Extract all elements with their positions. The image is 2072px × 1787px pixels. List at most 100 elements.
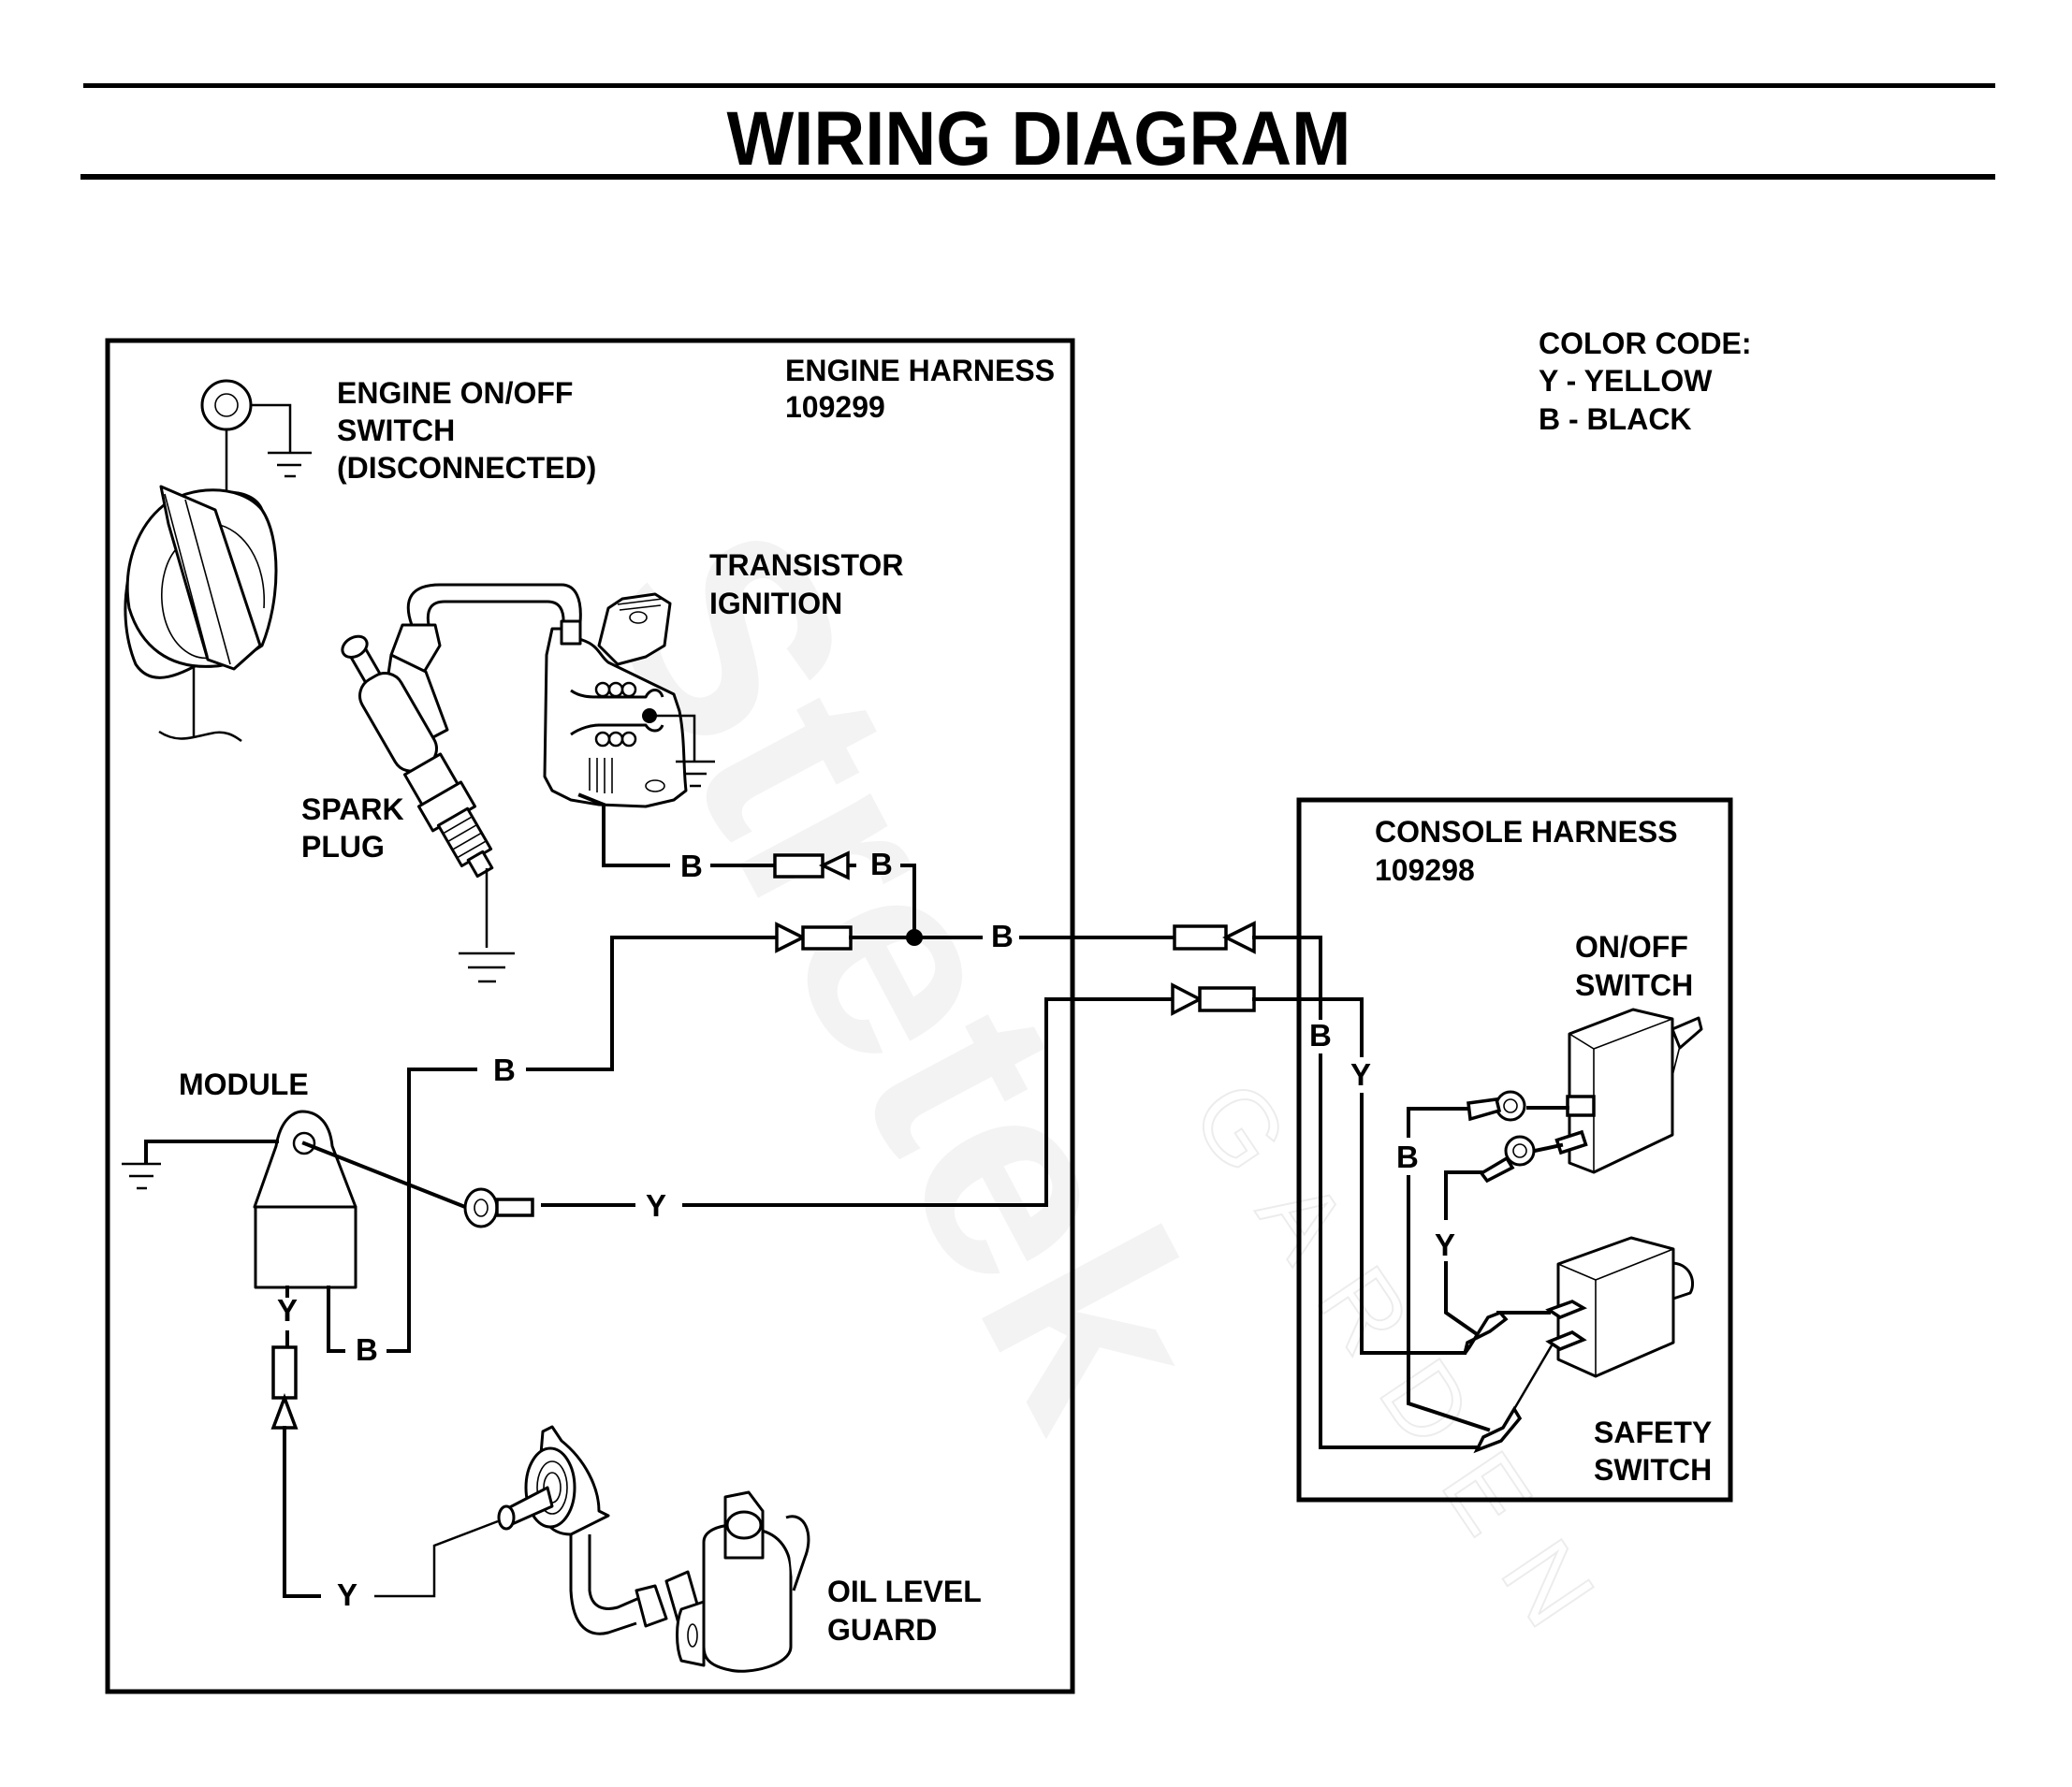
oil-level-guard-label-1: OIL LEVEL [827, 1575, 982, 1608]
ground-icon [676, 760, 715, 788]
console-entry-b-label: B [1309, 1018, 1332, 1053]
coil-upper-icon [570, 681, 664, 699]
connector-female-icon [271, 1345, 298, 1400]
connector-arrow-icon [1171, 982, 1204, 1016]
module-terminal-icon [292, 1131, 316, 1155]
ground-icon [268, 451, 312, 478]
wire-ignition-b [577, 792, 670, 867]
console-switch-y-down [1444, 1261, 1480, 1337]
console-harness-part-number: 109298 [1375, 853, 1475, 887]
page-title: WIRING DIAGRAM [727, 94, 1351, 181]
console-switch-b-label: B [1396, 1140, 1419, 1174]
ring-terminal-crimp [495, 1198, 534, 1217]
wire-to-oil-guard-right [374, 1519, 499, 1598]
ignition-body-icon [543, 627, 688, 808]
connector-female-icon [1173, 924, 1228, 951]
ignition-cap-icon [597, 592, 672, 666]
toggle-lever-icon [1671, 1016, 1703, 1050]
oil-level-guard-label-2: GUARD [827, 1613, 937, 1647]
on-off-switch-label-1: ON/OFF [1575, 930, 1688, 964]
wire-to-junction [900, 864, 916, 937]
console-harness-frame [1296, 797, 1733, 1503]
console-b-trunk [1319, 1053, 1481, 1449]
spark-plug-label-1: SPARK [301, 792, 404, 826]
console-entry-y-label: Y [1350, 1057, 1371, 1092]
console-switch-y-label: Y [1435, 1228, 1455, 1262]
title-rule-top [83, 83, 1995, 88]
switch-wire-break [158, 730, 242, 743]
wire-label-module-y: Y [646, 1188, 666, 1223]
connector-male-icon [1198, 986, 1256, 1012]
console-harness-box: CONSOLE HARNESS 109298 [1296, 797, 1733, 1503]
oil-guard-bracket-bottom [676, 1600, 706, 1667]
module-ground-wire [144, 1140, 279, 1165]
oil-guard-cap [725, 1510, 763, 1540]
engine-switch-label-3: (DISCONNECTED) [337, 451, 596, 485]
switch-tab-icon [1545, 1300, 1587, 1319]
oil-guard-plug [635, 1584, 668, 1628]
safety-switch-body-icon [1556, 1236, 1675, 1378]
switch-ground-wire [251, 403, 292, 453]
connector-male-icon [801, 925, 853, 951]
spark-plug-label-2: PLUG [301, 830, 385, 864]
console-switch-b-top [1407, 1107, 1471, 1138]
color-code-legend: COLOR CODE: Y - YELLOW B - BLACK [1539, 327, 1752, 436]
ring-terminal-icon [1504, 1135, 1536, 1167]
ignition-b-wire: B B [577, 792, 916, 937]
ground-icon [459, 952, 515, 983]
transistor-ignition-label-2: IGNITION [709, 587, 842, 620]
wire-y-into-console [1252, 997, 1364, 1057]
switch-knob-icon [124, 485, 278, 679]
oil-guard-bracket-top [785, 1515, 810, 1591]
safety-switch-label-1: SAFETY [1594, 1416, 1712, 1449]
engine-switch-label-1: ENGINE ON/OFF [337, 376, 573, 410]
title-block: WIRING DIAGRAM [80, 83, 1995, 182]
color-code-yellow: Y - YELLOW [1539, 364, 1713, 398]
wire-module-b-upper-right [526, 936, 777, 1071]
switch-tab-icon [1566, 1095, 1596, 1117]
module: MODULE B Y Y [122, 1068, 534, 1612]
ground-icon [122, 1162, 161, 1190]
console-switch-b-down [1407, 1175, 1491, 1432]
safety-tab-wire-2 [1512, 1344, 1554, 1410]
ignition-fins-icon [589, 758, 613, 793]
ht-lead-inner [426, 600, 565, 626]
safety-switch-label-2: SWITCH [1594, 1453, 1712, 1487]
ignition-mount-hole [645, 779, 665, 792]
wire-label-module-y-down: Y [277, 1293, 298, 1328]
connector-arrow-icon [270, 1393, 299, 1430]
wire-b-into-console [1252, 936, 1322, 1020]
safety-switch: SAFETY SWITCH [1463, 1236, 1712, 1487]
wire-module-b-lower-left [327, 1286, 345, 1353]
switch-tab-wire [1532, 1142, 1564, 1154]
console-switch-y-top [1444, 1170, 1485, 1220]
engine-harness-box: ENGINE HARNESS 109299 [105, 338, 1075, 1694]
spade-terminal-icon [1463, 1310, 1509, 1356]
ring-terminal-icon [463, 1187, 499, 1228]
module-y-lead [301, 1140, 468, 1210]
title-rule-bottom [80, 174, 1995, 180]
wire-label-ignition-conn-b: B [870, 847, 893, 881]
engine-on-off-switch: ENGINE ON/OFF SWITCH (DISCONNECTED) [124, 376, 596, 743]
transistor-ignition-label-1: TRANSISTOR [709, 548, 903, 582]
connector-female-icon [773, 853, 824, 879]
transistor-ignition: TRANSISTOR IGNITION [543, 548, 903, 808]
engine-harness-frame [105, 338, 1075, 1694]
wire-label-module-upper-b: B [493, 1053, 516, 1087]
wire-module-b-lower-right [387, 1068, 411, 1353]
wire-label-ignition-b: B [680, 849, 703, 883]
console-y-trunk [1360, 1093, 1466, 1355]
spark-plug: SPARK PLUG [301, 583, 582, 983]
wire-label-module-lower-b: B [356, 1332, 378, 1367]
console-harness-title: CONSOLE HARNESS [1375, 815, 1678, 849]
module-head-icon [253, 1110, 357, 1209]
coil-lower-icon [570, 723, 664, 748]
module-body-icon [254, 1205, 357, 1289]
ring-terminal-crimp [1466, 1097, 1502, 1122]
wire-y-to-console [682, 997, 1173, 1207]
on-off-switch: ON/OFF SWITCH [1466, 930, 1703, 1184]
wire-label-junction-b: B [991, 919, 1014, 953]
on-off-switch-label-2: SWITCH [1575, 968, 1693, 1002]
plunger-icon [1672, 1261, 1695, 1300]
